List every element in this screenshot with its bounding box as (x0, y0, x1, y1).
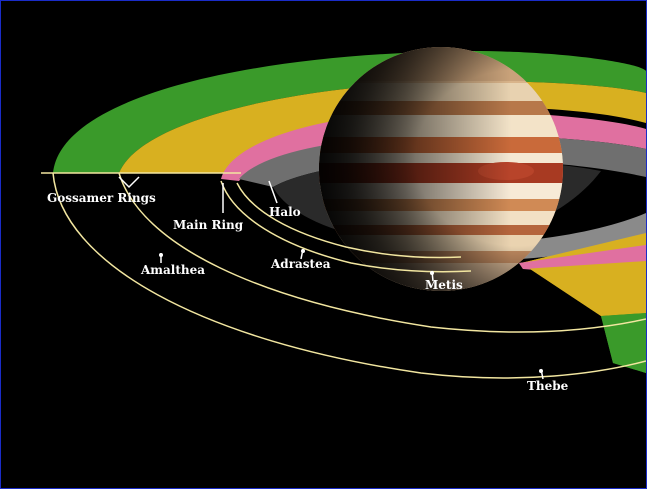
thebe-label: Thebe (527, 379, 569, 393)
main-ring-label: Main Ring (173, 218, 244, 232)
metis-label: Metis (425, 278, 463, 292)
amalthea-moon (159, 253, 163, 257)
gossamer-rings-label: Gossamer Rings (47, 191, 156, 205)
amalthea-label: Amalthea (141, 263, 206, 277)
metis-moon (430, 271, 434, 275)
orbit-lines (41, 172, 646, 379)
gossamer-pointer (118, 176, 140, 189)
amalthea-orbit (118, 172, 646, 333)
metis-orbit (236, 182, 462, 259)
ring-front-overlay (519, 233, 646, 373)
halo-label: Halo (269, 205, 301, 219)
thebe-moon (539, 369, 543, 373)
halo-pointer (268, 180, 278, 204)
adrastea-moon (301, 249, 305, 253)
moon-markers (159, 249, 543, 373)
adrastea-label: Adrastea (271, 257, 331, 271)
thebe-orbit (52, 172, 646, 379)
